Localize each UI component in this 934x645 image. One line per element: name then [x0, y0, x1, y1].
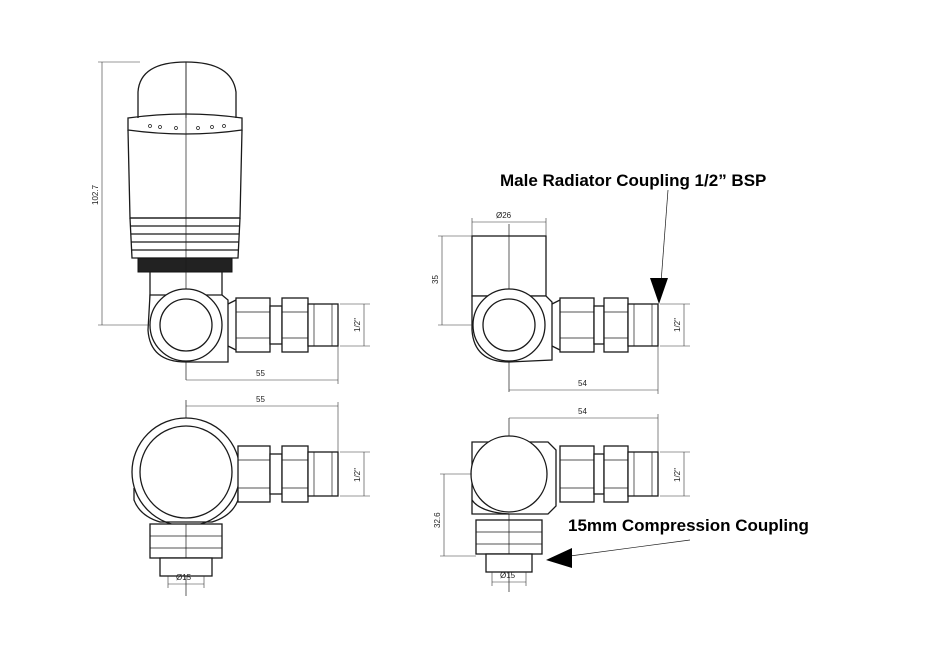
dim-width-bottom-left-label: 55: [256, 395, 265, 404]
compression-coupling-arrow: [546, 539, 691, 568]
capped-valve-side-view: [438, 218, 690, 394]
male-coupling-arrow: [650, 189, 669, 304]
compression-coupling-callout: 15mm Compression Coupling: [568, 516, 809, 535]
dim-thread-bottom-left-label: 1/2": [353, 468, 362, 482]
dim-width-top-left-label: 55: [256, 369, 265, 378]
dim-pipe-bottom-left-label: Ø15: [176, 573, 192, 582]
dim-width-top-right-label: 54: [578, 379, 587, 388]
dim-height-bottom-right-label: 32.6: [433, 512, 442, 528]
capped-valve-top-view: [440, 414, 690, 592]
dim-height-label: 102.7: [91, 184, 100, 205]
thermostatic-valve-side-view: [98, 61, 370, 384]
male-coupling-callout: Male Radiator Coupling 1/2” BSP: [500, 171, 766, 190]
dim-thread-bottom-right-label: 1/2": [673, 468, 682, 482]
thermostatic-valve-top-view: [131, 400, 370, 596]
dim-thread-top-left-label: 1/2": [353, 318, 362, 332]
dim-cap-diameter-label: Ø26: [496, 211, 512, 220]
dim-thread-top-right-label: 1/2": [673, 318, 682, 332]
dim-width-bottom-right-label: 54: [578, 407, 587, 416]
dim-pipe-bottom-right-label: Ø15: [500, 571, 516, 580]
dim-cap-height-label: 35: [431, 275, 440, 284]
